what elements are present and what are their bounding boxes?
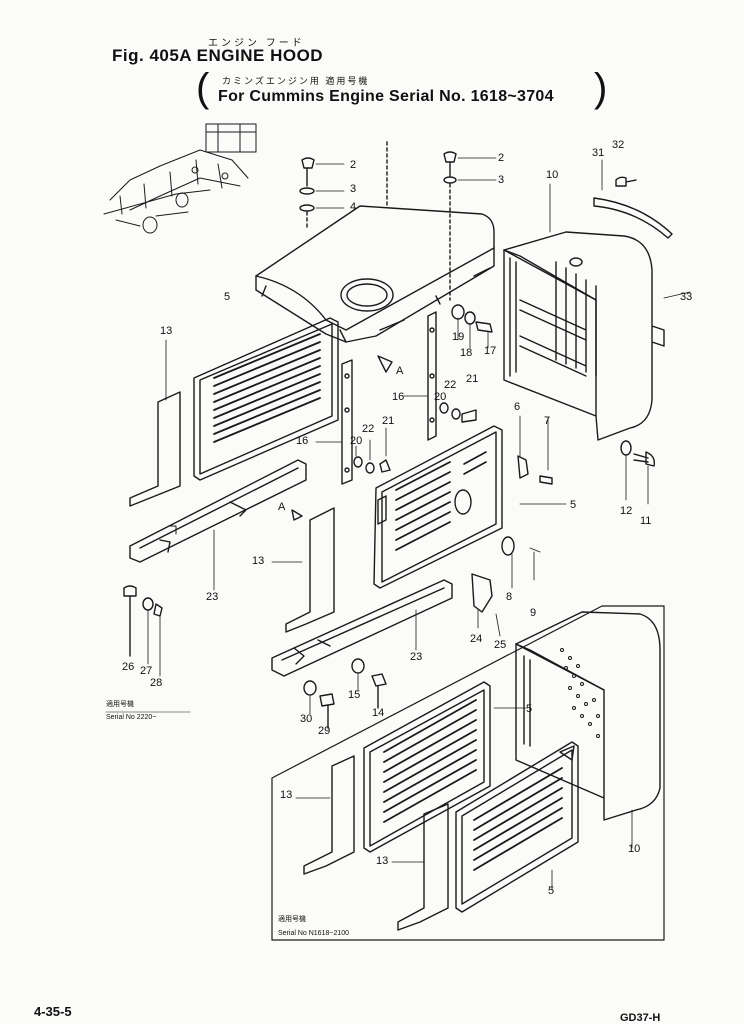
callout: 13 (376, 855, 389, 867)
callout: 13 (160, 325, 173, 337)
callout: 26 (122, 661, 135, 673)
lock-assembly (501, 536, 541, 589)
title-japanese: エンジン フード (208, 38, 305, 49)
hinge-bracket-right (403, 311, 437, 441)
bolt-set-lower-left (123, 585, 163, 677)
subtitle-japanese: カミンズエンジン用 適用号機 (222, 76, 370, 86)
callout: 31 (592, 147, 605, 159)
callout: A (396, 365, 404, 377)
callout: 30 (300, 713, 313, 725)
hinge-hardware-lower (353, 427, 391, 474)
inset-frame (271, 605, 665, 941)
callout: 19 (452, 331, 465, 343)
cushion-strip (593, 159, 673, 239)
callout: 28 (150, 677, 163, 689)
side-cover-strip-upper (129, 339, 181, 507)
callout: 22 (444, 379, 457, 391)
callout: 23 (206, 591, 219, 603)
side-panel-middle (373, 425, 567, 589)
hardware-stack-left (299, 157, 345, 231)
bolt-washer-right (620, 440, 656, 505)
note1-japanese: 適用号機 (106, 701, 134, 708)
callout: 17 (484, 345, 497, 357)
callout: 15 (348, 689, 361, 701)
inset-rear-hood-shell (515, 611, 661, 849)
side-panel-upper-left (193, 317, 339, 481)
callout: 7 (544, 415, 551, 427)
inset-side-panel-upper (363, 681, 527, 853)
callout: 33 (680, 291, 693, 303)
callout: 8 (506, 591, 513, 603)
inset-side-panel-lower (455, 741, 579, 913)
callout: 23 (410, 651, 423, 663)
support-bar-lower (271, 579, 453, 677)
callout: 22 (362, 423, 375, 435)
bolt-set-lower-middle (351, 658, 387, 709)
callout: 9 (530, 607, 537, 619)
callout: 13 (252, 555, 265, 567)
handle-assembly (471, 573, 501, 637)
callout: 10 (546, 169, 559, 181)
callout: 21 (382, 415, 395, 427)
open-parenthesis: ( (196, 66, 210, 110)
inset-side-strip-left (295, 755, 355, 875)
callout: A (278, 501, 286, 513)
callout: 20 (434, 391, 447, 403)
callout: 11 (640, 515, 652, 527)
callout: 14 (372, 707, 385, 719)
callout: 21 (466, 373, 479, 385)
callout: 4 (350, 201, 357, 213)
callout: 5 (548, 885, 555, 897)
model-code: GD37-H (620, 1012, 661, 1024)
callout: 13 (280, 789, 293, 801)
callout: 6 (514, 401, 521, 413)
figure-title: Fig. 405A ENGINE HOOD (112, 46, 324, 65)
note2-serial: Serial No N1618~2100 (278, 930, 350, 937)
inset-side-strip-right (391, 803, 449, 931)
callout: 32 (612, 139, 625, 151)
callout: 3 (498, 174, 505, 186)
note1-serial: Serial No 2220~ (106, 714, 157, 721)
callout: 5 (224, 291, 231, 303)
callout: 27 (140, 665, 153, 677)
callout: 5 (570, 499, 577, 511)
callout: 2 (350, 159, 357, 171)
callout: 18 (460, 347, 473, 359)
bolt-set-lower-right (303, 680, 335, 729)
subtitle-serial-range: For Cummins Engine Serial No. 1618~3704 (218, 88, 554, 105)
hinge-hardware-upper (377, 304, 493, 423)
top-hood-cover (255, 141, 495, 343)
callout: 16 (296, 435, 309, 447)
page-number: 4-35-5 (34, 1004, 72, 1019)
latch-assembly (517, 415, 553, 485)
side-cover-strip-middle (271, 507, 335, 633)
hardware-stack-right (443, 151, 497, 301)
callout: 3 (350, 183, 357, 195)
close-parenthesis: ) (594, 66, 608, 110)
callout: 24 (470, 633, 483, 645)
hinge-bracket-left (315, 359, 353, 485)
callout: 25 (494, 639, 507, 651)
machine-location-sketch (103, 123, 257, 234)
callout: 5 (526, 703, 533, 715)
callout: 16 (392, 391, 405, 403)
rear-hood-shell (503, 183, 691, 441)
callout: 12 (620, 505, 633, 517)
callout: 2 (498, 152, 505, 164)
callout: 10 (628, 843, 641, 855)
support-bar-upper (129, 459, 307, 591)
note2-japanese: 適用号機 (278, 916, 306, 923)
callout: 29 (318, 725, 331, 737)
callout: 20 (350, 435, 363, 447)
